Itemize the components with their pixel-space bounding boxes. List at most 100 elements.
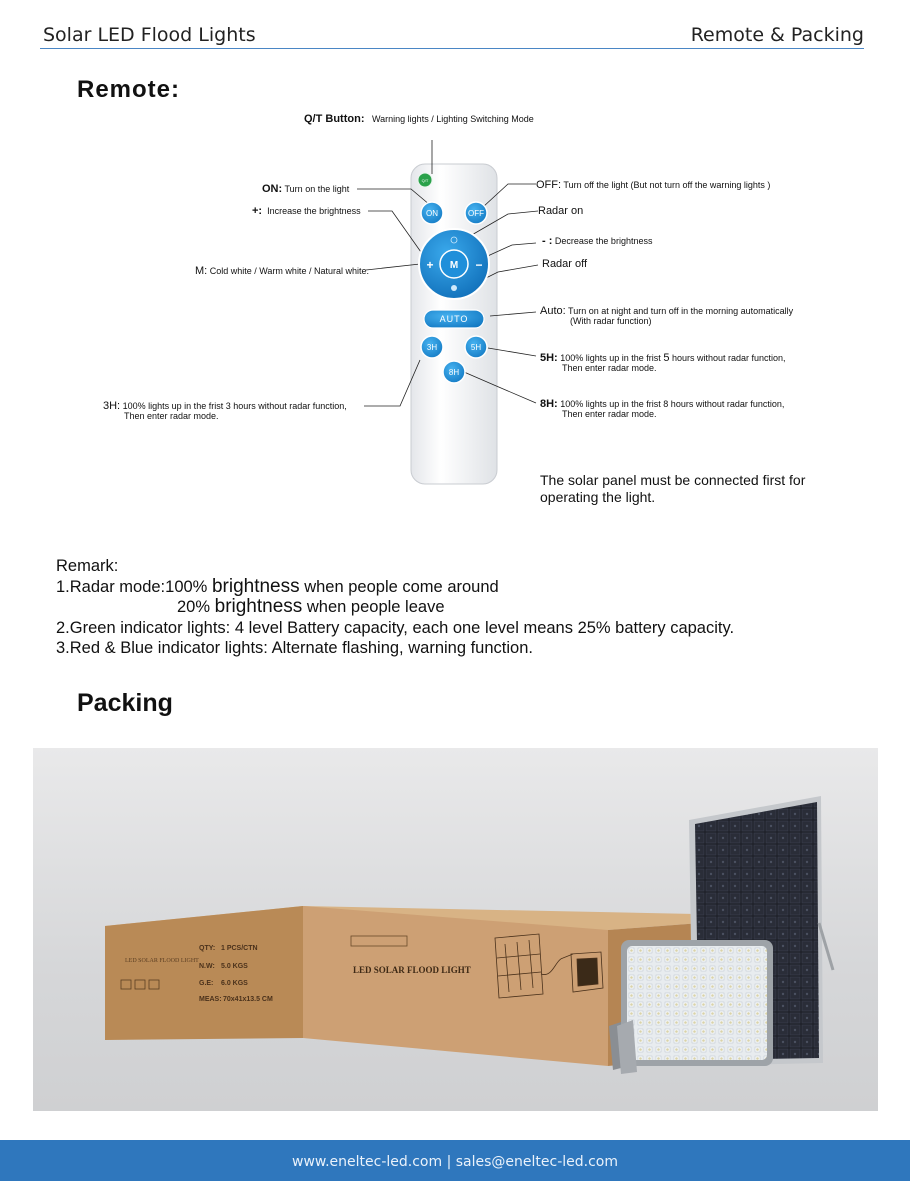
plus-callout: +: Increase the brightness [252, 205, 361, 217]
spec-nw-val: 5.0 KGS [221, 963, 248, 970]
8h-callout-desc-1: 100% lights up in the frist 8 hours with… [560, 399, 785, 409]
remark-3-text: Alternate flashing, warning function. [271, 639, 533, 657]
5h-callout: 5H: 100% lights up in the frist 5 hours … [540, 352, 786, 374]
qt-button[interactable]: Q/T [417, 172, 433, 188]
remark-3-key: 3.Red & Blue indicator lights: [56, 639, 268, 657]
5h-button[interactable]: 5H [464, 335, 488, 359]
auto-callout-desc-2: (With radar function) [570, 316, 652, 326]
solar-panel-note: The solar panel must be connected first … [540, 472, 805, 506]
header-left-title: Solar LED Flood Lights [43, 24, 256, 46]
qt-callout-desc: Warning lights / Lighting Switching Mode [372, 114, 534, 124]
qt-button-label: Q/T [422, 178, 429, 183]
remote-diagram: Q/T ON OFF M + − AUTO 3H 5H 8H [357, 140, 539, 485]
remarks-block: Remark: 1.Radar mode:100% brightness whe… [56, 556, 734, 659]
packing-photo: LED SOLAR FLOOD LIGHT QTY: 1 PCS/CTN N.W… [33, 748, 878, 1111]
dpad-ring[interactable]: M + − [418, 228, 490, 300]
auto-button-label: AUTO [440, 314, 469, 324]
footer-contact: www.eneltec-led.com | sales@eneltec-led.… [292, 1154, 618, 1170]
5h-callout-desc-1a: 100% lights up in the frist [560, 353, 661, 363]
remark-1-rest-b: when people leave [306, 598, 445, 616]
minus-callout-desc: Decrease the brightness [554, 236, 653, 246]
minus-callout-key: - : [542, 235, 553, 247]
minus-button-label: − [475, 258, 482, 272]
3h-callout-desc-2: Then enter radar mode. [124, 411, 219, 421]
off-callout-key: OFF: [536, 179, 562, 191]
remark-1: 1.Radar mode:100% brightness when people… [56, 575, 734, 598]
auto-callout-desc-1: Turn on at night and turn off in the mor… [568, 306, 794, 316]
m-callout-key: M: [195, 265, 208, 277]
radar-off-callout-label: Radar off [542, 258, 588, 270]
remark-1-word-b: brightness [214, 596, 303, 617]
off-callout: OFF: Turn off the light (But not turn of… [536, 179, 771, 191]
5h-callout-num: 5 [663, 352, 670, 364]
remark-1-pct-a: 100% [165, 577, 208, 596]
spec-nw-key: N.W: [199, 963, 215, 970]
8h-button[interactable]: 8H [442, 360, 466, 384]
8h-button-label: 8H [449, 368, 459, 377]
box-side-label: LED SOLAR FLOOD LIGHT [125, 958, 199, 964]
off-button-label: OFF [468, 209, 484, 218]
packing-section-title: Packing [77, 689, 173, 717]
8h-callout-key: 8H: [540, 398, 558, 410]
remark-2-text: 4 level Battery capacity, each one level… [234, 618, 735, 637]
remark-1-word-a: brightness [211, 575, 300, 597]
remark-1-second: 20% brightness when people leave [56, 596, 734, 618]
radar-on-callout-label: Radar on [538, 205, 584, 217]
remark-2: 2.Green indicator lights: 4 level Batter… [56, 618, 734, 639]
remark-1-pct-b: 20% [177, 598, 211, 616]
radar-off-icon [451, 285, 457, 291]
on-callout-desc: Turn on the light [284, 184, 350, 194]
spec-qty-val: 1 PCS/CTN [221, 945, 258, 952]
spec-ge-key: G.E: [199, 980, 213, 987]
m-callout: M: Cold white / Warm white / Natural whi… [195, 265, 369, 277]
m-button-label: M [450, 260, 458, 271]
minus-callout: - : Decrease the brightness [542, 235, 653, 247]
auto-button[interactable]: AUTO [423, 309, 485, 329]
solar-note-line-2: operating the light. [540, 489, 656, 505]
off-callout-desc: Turn off the light (But not turn off the… [563, 180, 771, 190]
remarks-heading: Remark: [56, 557, 119, 575]
plus-button-label: + [426, 258, 433, 272]
8h-callout-desc-2: Then enter radar mode. [562, 409, 657, 419]
box-product-title: LED SOLAR FLOOD LIGHT [353, 965, 471, 975]
auto-callout: Auto: Turn on at night and turn off in t… [540, 305, 794, 327]
remark-2-key: 2.Green indicator lights: [56, 618, 231, 637]
qt-callout-key: Q/T Button: [304, 113, 365, 125]
8h-callout: 8H: 100% lights up in the frist 8 hours … [540, 398, 785, 420]
on-callout: ON: Turn on the light [262, 183, 350, 195]
5h-callout-desc-2: Then enter radar mode. [562, 363, 657, 373]
spec-ge-val: 6.0 KGS [221, 980, 248, 987]
radar-on-callout: Radar on [538, 205, 584, 217]
remote-section-title: Remote: [77, 76, 181, 103]
remark-1-rest-a: when people come around [304, 577, 499, 596]
on-button-label: ON [426, 209, 438, 218]
m-callout-desc: Cold white / Warm white / Natural white. [209, 266, 369, 276]
plus-callout-key: +: [252, 205, 263, 217]
box-specs: QTY: 1 PCS/CTN N.W: 5.0 KGS G.E: 6.0 KGS… [199, 945, 273, 1003]
glass-icon [134, 979, 146, 990]
qt-callout: Q/T Button: Warning lights / Lighting Sw… [304, 113, 534, 125]
3h-callout-desc-1: 100% lights up in the frist 3 hours with… [122, 401, 347, 411]
printed-panel-illustration [494, 933, 604, 999]
solar-note-line-1: The solar panel must be connected first … [540, 472, 806, 488]
5h-button-label: 5H [471, 343, 481, 352]
spec-qty-key: QTY: [199, 945, 215, 952]
on-button[interactable]: ON [420, 201, 444, 225]
5h-callout-key: 5H: [540, 352, 558, 364]
umbrella-icon [120, 979, 132, 990]
footer-bar [0, 1140, 910, 1181]
3h-button[interactable]: 3H [420, 335, 444, 359]
3h-button-label: 3H [427, 343, 437, 352]
remark-3: 3.Red & Blue indicator lights: Alternate… [56, 638, 734, 659]
on-callout-key: ON: [262, 183, 283, 195]
radar-off-callout: Radar off [542, 258, 588, 270]
spec-meas-val: 70x41x13.5 CM [223, 996, 273, 1003]
5h-callout-desc-1b: hours without radar function, [671, 353, 786, 363]
spec-meas-key: MEAS: [199, 996, 222, 1003]
plus-callout-desc: Increase the brightness [267, 206, 361, 216]
3h-callout: 3H: 100% lights up in the frist 3 hours … [103, 401, 347, 422]
auto-callout-key: Auto: [540, 305, 566, 317]
header-divider [40, 48, 864, 49]
radar-on-icon [450, 236, 458, 244]
off-button[interactable]: OFF [464, 201, 488, 225]
